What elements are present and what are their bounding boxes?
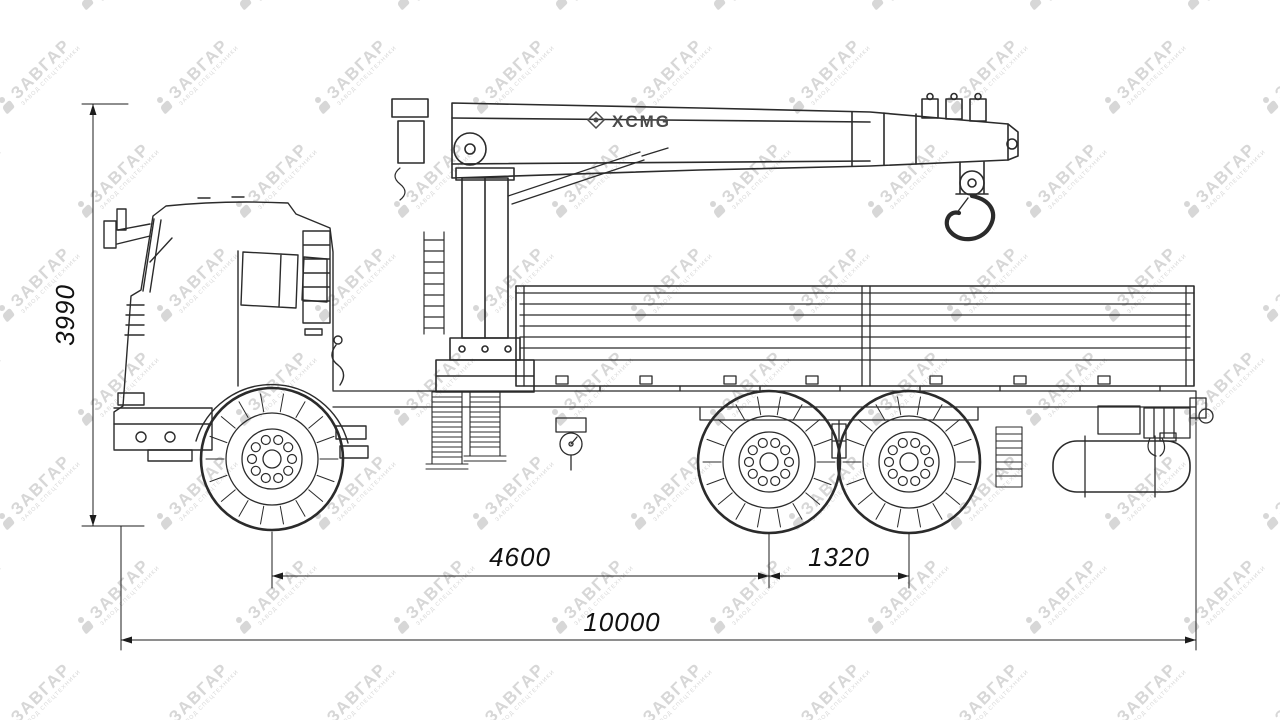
hose-coil <box>394 167 406 201</box>
arrowhead <box>89 104 97 115</box>
windshield-pillar <box>142 218 162 293</box>
hydraulic-box <box>1097 405 1141 435</box>
boom-chords <box>451 117 871 165</box>
crane-group <box>391 92 1019 470</box>
outrigger-leg-rear <box>463 391 507 462</box>
grille-slats <box>124 304 145 336</box>
hitch-eye <box>1198 408 1214 424</box>
arrowhead <box>89 515 97 526</box>
chassis-group <box>332 390 1214 441</box>
dimension-lines-group <box>81 103 1197 651</box>
slew-bolt <box>481 345 489 353</box>
mudflap <box>995 426 1023 488</box>
dim-wheelbase-line <box>271 531 770 589</box>
arrowhead <box>758 572 769 580</box>
tank-straps <box>1084 435 1156 498</box>
mirror-arms <box>116 223 151 245</box>
hook-latch <box>955 197 969 215</box>
dim-axle-spacing-label: 1320 <box>808 542 870 572</box>
center-stake <box>861 285 871 387</box>
interaxle-bracket <box>831 423 847 459</box>
boom-pivot-pin <box>464 143 476 155</box>
slew-bolt <box>458 345 466 353</box>
latch-pin <box>950 92 958 101</box>
end-caps <box>523 285 1187 387</box>
lift-cylinder <box>507 147 669 205</box>
arrowhead <box>1185 636 1196 644</box>
tip-pulley <box>1006 138 1018 150</box>
boom-pivot <box>453 132 487 166</box>
cab-group <box>103 196 369 462</box>
front-wheel-arch <box>195 383 349 444</box>
arrowhead <box>272 572 283 580</box>
hook-sheave-pin <box>967 178 977 188</box>
arrowhead <box>121 636 132 644</box>
dim-height-line <box>81 103 145 527</box>
door-window <box>240 251 299 309</box>
mirror-upper <box>116 208 127 231</box>
arrowhead <box>898 572 909 580</box>
ladder <box>423 231 445 335</box>
plank-lines <box>515 303 1195 361</box>
latch-pin <box>926 92 934 101</box>
platform-board <box>515 285 1195 387</box>
boom-latch-tabs <box>921 98 987 122</box>
hose-loop <box>331 344 345 386</box>
dim-wheelbase-label: 4600 <box>489 542 551 572</box>
boom-outline <box>451 102 1009 179</box>
hook-sheave <box>959 170 985 196</box>
front-wheel <box>199 386 345 532</box>
crane-base-frame <box>435 359 535 393</box>
hose-guard <box>397 120 425 164</box>
rear-wheel-1 <box>696 389 842 535</box>
fog-lamp <box>135 431 147 443</box>
quarter-window <box>301 256 328 303</box>
cab-step-box <box>335 425 367 440</box>
fuel-tank <box>1052 440 1191 493</box>
gauge-stem <box>570 436 578 471</box>
rear-hitch <box>1189 397 1207 419</box>
hinge-latches <box>555 375 1111 385</box>
dim-height-label: 3990 <box>50 284 80 346</box>
cab-step-box <box>339 445 369 459</box>
front-step <box>147 449 193 462</box>
cross-bearers <box>599 385 1161 392</box>
mirror <box>103 220 117 249</box>
fog-lamp <box>164 431 176 443</box>
slew-ring <box>449 337 521 361</box>
hook <box>944 193 996 242</box>
pto-pump-bracket <box>555 417 587 433</box>
front-bumper <box>113 407 213 451</box>
gauge-pin <box>568 441 574 447</box>
wheels-group <box>199 386 982 535</box>
oil-cooler <box>1143 407 1191 439</box>
dim-axle-spacing-line <box>768 533 910 589</box>
headlight <box>117 392 145 406</box>
air-intake-stack <box>302 230 331 324</box>
tank-filler-cap <box>1159 432 1177 442</box>
outrigger-leg-front <box>425 391 469 470</box>
door-handle <box>304 328 323 336</box>
wiper <box>149 237 173 263</box>
crane-brand-logo-icon <box>586 110 606 130</box>
cab-roof-lights <box>197 196 245 199</box>
latch-pin <box>974 92 982 101</box>
underbody-equipment-group <box>555 405 1191 498</box>
crane-brand-logo-dot <box>593 117 599 123</box>
arrowhead <box>769 572 780 580</box>
rear-fender <box>699 407 979 441</box>
dim-length-label: 10000 <box>583 607 660 637</box>
platform-body-group <box>515 285 1195 392</box>
crane-brand-label: XCMG <box>612 112 671 131</box>
rear-wheel-2 <box>836 389 982 535</box>
cab-outline <box>113 201 334 450</box>
valve-block <box>391 98 429 118</box>
slew-bolt <box>504 345 512 353</box>
dim-length-line <box>120 421 1197 651</box>
boom-tip <box>1007 123 1019 161</box>
boom-section-joints <box>851 111 917 167</box>
hose-fitting <box>333 335 343 345</box>
